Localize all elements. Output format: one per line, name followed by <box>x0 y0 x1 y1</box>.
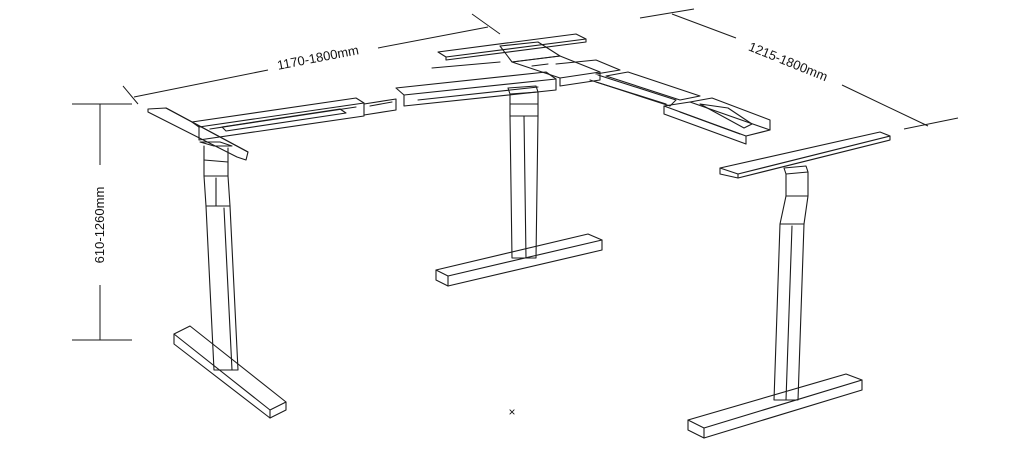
top-frame-corner <box>431 33 621 87</box>
dimension-width-right: 1215-1800mm <box>639 8 959 130</box>
top-frame-left-beam <box>147 71 557 161</box>
dimension-width-right-label: 1215-1800mm <box>747 39 830 84</box>
dimension-height-label: 610-1260mm <box>92 187 107 264</box>
dimension-width-left-label: 1170-1800mm <box>276 42 360 73</box>
center-marker: × <box>508 405 515 419</box>
dimension-height: 610-1260mm <box>72 103 132 341</box>
leg-left <box>173 141 287 419</box>
top-frame-right-beam <box>589 71 891 179</box>
leg-right <box>687 165 863 439</box>
leg-center <box>435 85 603 287</box>
